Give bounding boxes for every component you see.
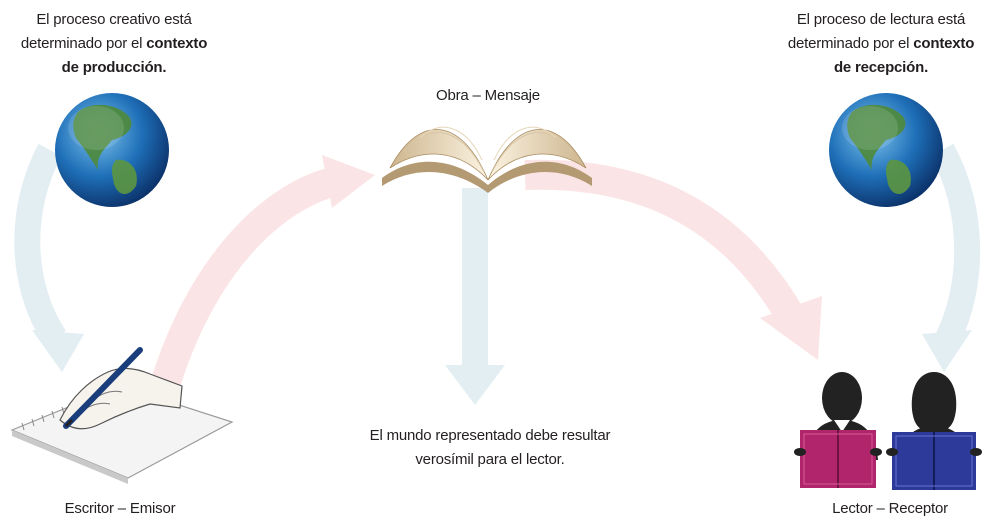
production-context-line2: determinado por el contexto (20, 35, 208, 52)
production-context-line1: El proceso creativo está (36, 11, 192, 28)
production-context-keyword: contexto (146, 35, 208, 52)
emission-arrow (150, 155, 375, 390)
represented-world-text: El mundo representado debe resultar vero… (320, 424, 660, 472)
reader-icon (794, 372, 882, 488)
reader-receiver-label: Lector – Receptor (832, 500, 948, 517)
writer-sender-label: Escritor – Emisor (64, 500, 176, 517)
reception-context-keyword: contexto (913, 35, 975, 52)
production-context-text: El proceso creativo está determinado por… (0, 8, 228, 80)
world-arrow (445, 188, 505, 405)
context-arrow-right (922, 143, 981, 372)
reception-context-line1: El proceso de lectura está (796, 11, 966, 28)
reception-context-text: El proceso de lectura está determinado p… (770, 8, 992, 80)
globe-icon (55, 93, 169, 207)
globe-icon (829, 93, 943, 207)
writing-hand-icon (10, 347, 234, 484)
context-arrow-left (14, 143, 84, 372)
represented-world-line2: verosímil para el lector. (415, 451, 565, 468)
represented-world-line1: El mundo representado debe resultar (369, 427, 611, 444)
open-book-icon (382, 126, 592, 193)
work-message-label: Obra – Mensaje (436, 87, 540, 104)
reception-context-line3: de recepción. (833, 59, 929, 76)
production-context-line3: de producción. (61, 59, 167, 76)
reader-icon (886, 372, 982, 490)
reception-arrow (524, 159, 822, 360)
reception-context-line2: determinado por el contexto (787, 35, 975, 52)
